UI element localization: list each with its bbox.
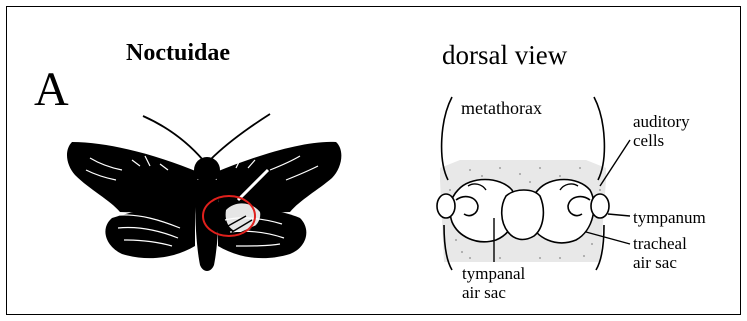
- dorsal-view-illustration: [437, 97, 630, 270]
- label-auditory-cells-line2: cells: [633, 131, 690, 150]
- label-tympanal-air-sac: tympanal air sac: [462, 264, 525, 302]
- moth-illustration: [67, 114, 341, 271]
- label-metathorax: metathorax: [461, 98, 542, 119]
- label-tracheal-air-sac-line1: tracheal: [633, 234, 687, 253]
- label-tracheal-air-sac-line2: air sac: [633, 253, 687, 272]
- label-tympanal-air-sac-line1: tympanal: [462, 264, 525, 283]
- label-tympanum: tympanum: [633, 208, 706, 227]
- label-tracheal-air-sac: tracheal air sac: [633, 234, 687, 272]
- label-tympanal-air-sac-line2: air sac: [462, 283, 525, 302]
- label-auditory-cells: auditory cells: [633, 112, 690, 150]
- label-auditory-cells-line1: auditory: [633, 112, 690, 131]
